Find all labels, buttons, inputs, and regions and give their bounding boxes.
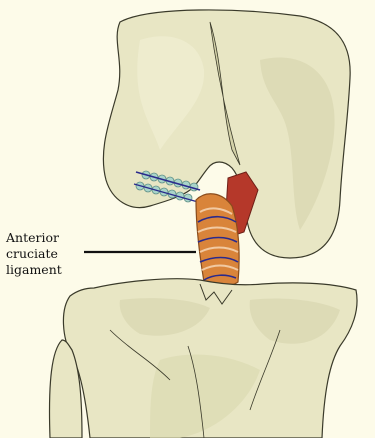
acl-label-line-1: Anterior bbox=[6, 230, 96, 246]
acl-graft bbox=[196, 194, 239, 287]
acl-label-line-2: cruciate bbox=[6, 246, 96, 262]
tibia bbox=[63, 279, 357, 438]
acl-label: Anterior cruciate ligament bbox=[6, 230, 96, 278]
acl-label-line-3: ligament bbox=[6, 262, 96, 278]
